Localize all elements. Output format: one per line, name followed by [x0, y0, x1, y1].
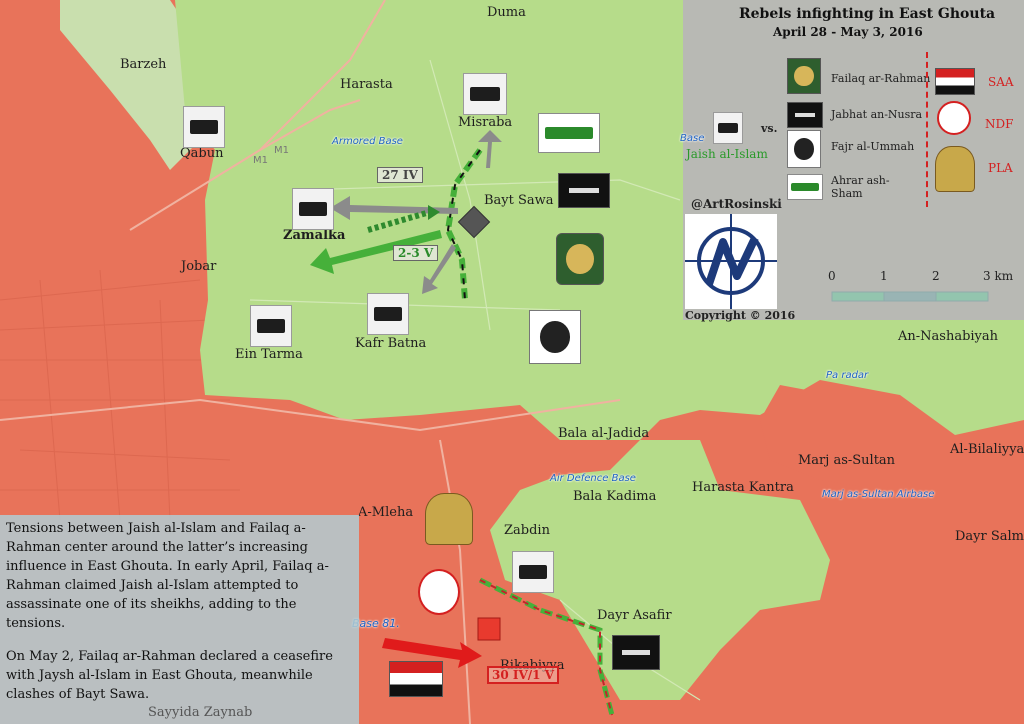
pla-emblem-map-icon: [425, 493, 473, 545]
ahrar-flag-map-icon: [538, 113, 600, 153]
place-marj-sultan: Marj as-Sultan: [798, 453, 896, 468]
highway-m1: [129, 0, 386, 231]
vs-label: vs.: [761, 122, 778, 135]
failaq-frontline: [446, 149, 481, 301]
place-ein-tarma: Ein Tarma: [235, 347, 303, 362]
ahrar-flag-icon: [787, 174, 823, 200]
jaish-flag-ein-tarma-icon: [250, 305, 292, 347]
legend-panel: Rebels infighting in East Ghouta April 2…: [683, 0, 1024, 322]
facility-air-defence: Air Defence Base: [550, 473, 636, 484]
place-kafr-batna: Kafr Batna: [355, 336, 427, 351]
fajr-emblem-icon: [787, 130, 821, 168]
place-sayyida-zaynab: Sayyida Zaynab: [148, 705, 253, 720]
city-texture: [0, 269, 240, 521]
facility-base-top: Base: [680, 133, 705, 144]
nusra-flag-icon: [787, 102, 823, 128]
scale-tick-2: 2: [932, 269, 940, 283]
place-jobar: Jobar: [181, 259, 217, 274]
place-an-nashabiyah: An-Nashabiyah: [898, 329, 999, 344]
place-harasta-kantra: Harasta Kantra: [692, 480, 794, 495]
facility-marj-airbase: Marj as-Sultan Airbase: [822, 489, 935, 500]
failaq-emblem-icon: [787, 58, 821, 94]
jaish-flag-qabun-icon: [183, 106, 225, 148]
place-zabdin: Zabdin: [504, 523, 550, 538]
date-27-april: 27 IV: [377, 167, 423, 183]
ndf-emblem-icon: [937, 101, 971, 135]
place-dayr-asafir: Dayr Asafir: [597, 608, 672, 623]
place-bilaliyya: Al-Bilaliyya: [950, 442, 1024, 457]
place-bala-jadida: Bala al-Jadida: [558, 426, 650, 441]
jaish-legend-label: Jaish al-Islam: [686, 147, 768, 161]
ndf-emblem-map-icon: [418, 569, 460, 615]
info-box: Tensions between Jaish al-Islam and Fail…: [0, 515, 359, 724]
road-m1: M1: [253, 155, 268, 166]
place-bayt-sawa: Bayt Sawa: [484, 193, 554, 208]
marj-pocket: [760, 385, 940, 490]
barzeh-area: [60, 0, 210, 170]
nusra-flag-bayt-sawa-icon: [558, 173, 610, 208]
south-frontline: [478, 577, 615, 716]
jaish-frontline: [444, 148, 483, 301]
arrow-southwest: [422, 244, 456, 294]
jaish-arrow-southwest: [310, 230, 442, 274]
author-logo: [685, 214, 777, 309]
syria-flag-icon: [935, 68, 975, 95]
jaish-arrow-east: [367, 209, 431, 233]
place-barzeh: Barzeh: [120, 57, 167, 72]
jaish-flag-zabdin-icon: [512, 551, 554, 593]
legend-title: Rebels infighting in East Ghouta: [739, 6, 996, 22]
legend-saa: SAA: [988, 75, 1014, 89]
green-arrows: [310, 205, 442, 274]
place-bala-kadima: Bala Kadima: [573, 489, 657, 504]
south-frontline-red: [479, 579, 613, 716]
scale-tick-3: 3 km: [983, 269, 1014, 283]
facility-base-81: Base 81.: [352, 617, 400, 630]
failaq-emblem-map-icon: [556, 233, 604, 285]
legend-dates: April 28 - May 3, 2016: [773, 25, 923, 39]
legend-ahrar: Ahrar ash-Sham: [831, 174, 890, 200]
info-paragraph-1: Tensions between Jaish al-Islam and Fail…: [6, 521, 329, 631]
arrow-west: [330, 196, 458, 220]
jaish-flag-misraba-icon: [463, 73, 507, 115]
rebel-enclave-south: [490, 440, 830, 700]
place-duma: Duma: [487, 5, 526, 20]
place-zamalka: Zamalka: [283, 228, 346, 243]
scale-tick-1: 1: [880, 269, 888, 283]
scale-tick-0: 0: [828, 269, 836, 283]
place-harasta: Harasta: [340, 77, 393, 92]
legend-nusra: Jabhat an-Nusra: [831, 108, 923, 121]
jaish-flag-zamalka-icon: [292, 188, 334, 230]
nusra-flag-dayr-asafir-icon: [612, 635, 660, 670]
legend-pla: PLA: [988, 161, 1013, 175]
gray-arrows: [330, 130, 502, 294]
jaish-flag-icon: [713, 112, 743, 144]
author-label: @ArtRosinski: [691, 197, 782, 211]
info-paragraph-2: On May 2, Failaq ar-Rahman declared a ce…: [6, 649, 333, 702]
jaish-flag-kafr-batna-icon: [367, 293, 409, 335]
place-misraba: Misraba: [458, 115, 513, 130]
facility-radar: Pa radar: [826, 370, 869, 381]
legend-divider: [926, 52, 928, 207]
place-dayr-salman: Dayr Salma: [955, 529, 1024, 544]
copyright-label: Copyright © 2016: [685, 309, 796, 322]
roads: [0, 0, 621, 724]
syria-flag-map-icon: [389, 661, 443, 697]
saa-arrow: [382, 638, 482, 668]
legend-failaq: Failaq ar-Rahman: [831, 72, 931, 85]
pla-emblem-icon: [935, 146, 975, 192]
place-qabun: Qabun: [180, 146, 224, 161]
road-m1b: M1: [274, 145, 289, 156]
knight-marker-icon: [457, 205, 491, 239]
facility-armored-base: Armored Base: [332, 136, 403, 147]
date-30-april-1-may: 30 IV/1 V: [487, 666, 560, 684]
fajr-emblem-map-icon: [529, 310, 581, 364]
date-2-3-may: 2-3 V: [393, 245, 439, 261]
arrow-north: [478, 130, 502, 168]
legend-fajr: Fajr al-Ummah: [831, 140, 915, 153]
saa-marker-icon: [477, 617, 501, 641]
legend-ndf: NDF: [985, 117, 1014, 131]
place-a-mleha: A-Mleha: [358, 505, 414, 520]
